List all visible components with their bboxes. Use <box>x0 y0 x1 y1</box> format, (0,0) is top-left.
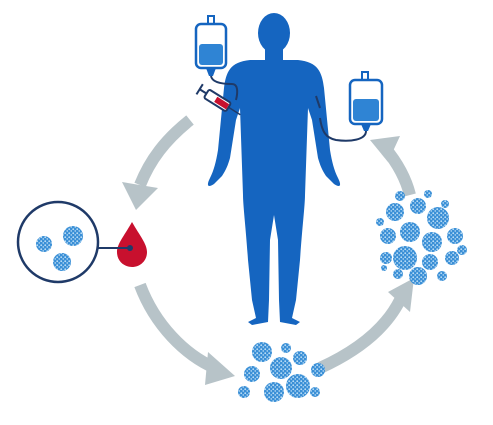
cell-texture <box>395 191 405 201</box>
cell-texture <box>252 342 272 362</box>
sample-cell <box>63 226 83 246</box>
cell-texture <box>437 271 447 281</box>
cell-texture <box>293 351 307 365</box>
sample-cell <box>53 253 71 271</box>
cell-texture <box>400 222 420 242</box>
cell-cluster-bottom <box>238 342 325 402</box>
cell-texture <box>310 387 320 397</box>
cell-texture <box>270 357 292 379</box>
cell-texture <box>409 267 427 285</box>
neck <box>265 48 283 62</box>
cell-texture <box>376 218 384 226</box>
cell-texture <box>381 265 387 271</box>
cell-texture <box>380 228 396 244</box>
cell-texture <box>441 200 449 208</box>
arrow-arc-top-left <box>134 115 194 188</box>
syringe-icon <box>195 83 241 116</box>
arrow-heads <box>122 136 414 385</box>
cell-texture <box>380 252 392 264</box>
cell-texture <box>286 374 310 398</box>
blood-drop-connector-dot <box>127 245 133 251</box>
syringe-fluid <box>214 96 230 110</box>
iv-line-left <box>210 75 239 101</box>
cell-texture <box>424 190 432 198</box>
cell-texture <box>281 343 291 353</box>
iv-bag-right <box>315 71 384 142</box>
cell-texture <box>422 254 438 270</box>
sample-cell <box>36 236 52 252</box>
cell-sample-icon <box>16 200 133 284</box>
iv-bag-right-neck <box>361 124 371 131</box>
syringe-handle <box>195 83 204 95</box>
cell-texture <box>264 382 284 402</box>
cell-texture <box>447 228 463 244</box>
blood-drop-icon <box>117 222 147 267</box>
arrowhead-right <box>388 278 414 312</box>
cell-texture <box>244 366 260 382</box>
iv-bag-left <box>194 15 239 101</box>
iv-bag-right-fluid <box>353 99 379 121</box>
cell-texture <box>410 198 426 214</box>
iv-line-right-connector <box>315 95 321 109</box>
cell-texture <box>427 207 449 229</box>
iv-line-right <box>319 117 367 142</box>
cell-texture <box>393 246 417 270</box>
head <box>258 13 290 53</box>
arrowhead-bottom <box>205 352 235 385</box>
cell-texture <box>386 203 404 221</box>
cell-texture <box>422 232 442 252</box>
cell-cluster-right <box>376 190 467 285</box>
cell-texture <box>393 269 403 279</box>
cell-texture <box>445 251 459 265</box>
body-silhouette <box>207 60 341 325</box>
human-body-icon <box>207 13 341 325</box>
iv-bag-left-neck <box>206 68 216 76</box>
cell-texture <box>238 386 250 398</box>
cell-texture <box>457 245 467 255</box>
cell-texture <box>311 363 325 377</box>
syringe-plunger <box>199 88 207 95</box>
arrow-arc-bottom-right <box>317 297 406 374</box>
sample-circle <box>16 200 100 284</box>
arrowhead-left <box>122 182 158 210</box>
arrowhead-top-right <box>370 136 400 162</box>
syringe-needle <box>228 106 241 116</box>
arrow-arc-bottom-left <box>134 282 218 374</box>
iv-bag-left-fluid <box>199 44 223 65</box>
